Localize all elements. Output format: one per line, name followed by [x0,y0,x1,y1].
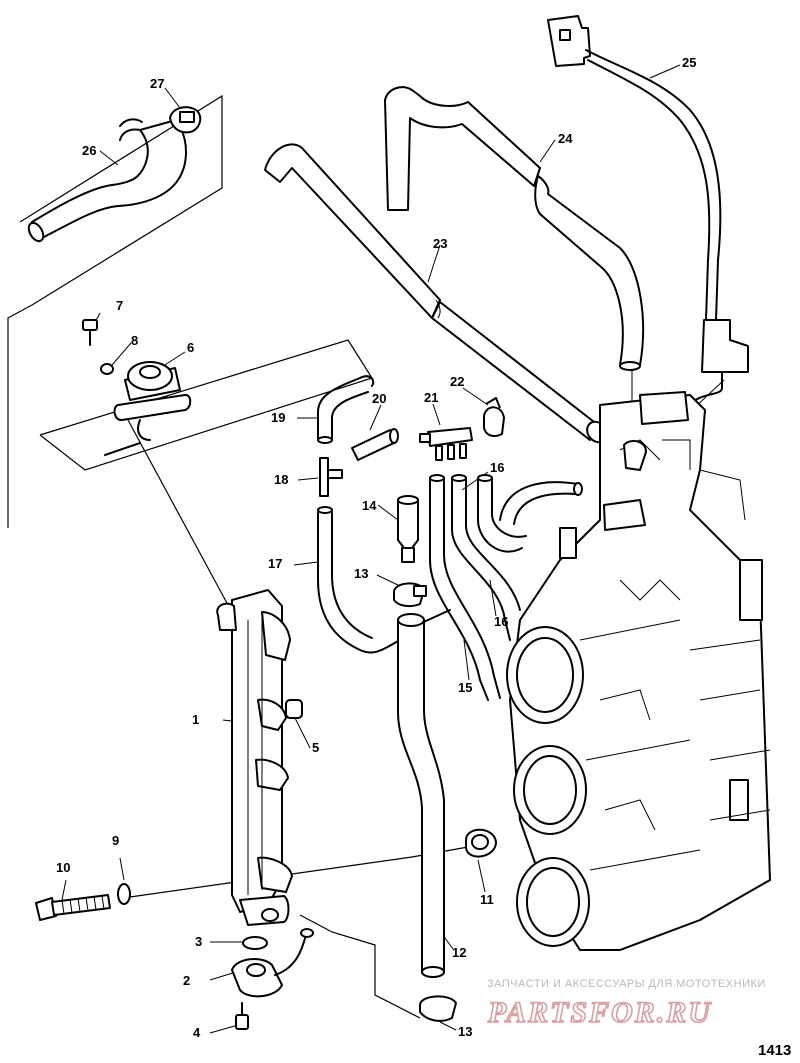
callout-6: 6 [187,340,194,355]
fitting-5 [285,699,303,719]
callout-14: 14 [362,498,377,513]
callout-23: 23 [433,236,447,251]
callout-16-upper: 16 [490,460,504,475]
callout-7: 7 [116,298,123,313]
washer-9 [117,883,131,905]
callout-8: 8 [131,333,138,348]
callout-5: 5 [312,740,319,755]
fuel-pressure-regulator-6 [104,361,192,456]
clamp-27 [169,106,202,134]
clamp-13-upper [393,582,427,608]
callout-16-lower: 16 [494,614,508,629]
fuel-rail-1 [216,589,293,926]
o-ring-8 [100,363,114,375]
watermark: ЗАПЧАСТИ И АКСЕССУАРЫ ДЛЯ МОТОТЕХНИКИ PA… [486,978,766,1030]
watermark-brand: PARTSFOR.RU [487,996,712,1029]
callout-labels: 27 26 7 8 6 1 5 9 10 3 2 4 11 12 13 13 1… [56,55,696,1040]
callout-15: 15 [458,680,472,695]
callout-3: 3 [195,934,202,949]
fuel-filter-14 [397,495,419,563]
callout-13-upper: 13 [354,566,368,581]
callout-11: 11 [480,892,494,907]
figure-number: 1413 [758,1042,791,1059]
callout-4: 4 [193,1025,201,1040]
callout-17: 17 [268,556,282,571]
grommet-11 [465,828,497,858]
callout-19: 19 [271,410,285,425]
hose-20 [351,428,399,461]
wiring-harness-25 [547,15,749,406]
callout-12: 12 [452,945,466,960]
callout-2: 2 [183,973,190,988]
hose-12 [397,613,445,978]
callout-10: 10 [56,860,70,875]
callout-27: 27 [150,76,164,91]
hose-23 [264,143,608,444]
callout-24: 24 [558,131,573,146]
screw-7 [82,319,98,346]
hose-24 [384,86,645,371]
callout-25: 25 [682,55,696,70]
callout-20: 20 [372,391,386,406]
hose-19 [317,375,375,444]
callout-18: 18 [274,472,288,487]
manifold-21 [419,427,473,461]
screw-4 [235,1002,249,1030]
callout-13-lower: 13 [458,1024,472,1039]
callout-26: 26 [82,143,96,158]
clamp-13-lower [419,995,457,1022]
callout-21: 21 [424,390,438,405]
tee-18 [319,457,343,497]
callout-9: 9 [112,833,119,848]
o-ring-3 [242,936,268,950]
bolt-10 [35,894,111,921]
clamp-22 [483,397,505,437]
hose-16 [451,474,583,641]
throttle-body-assembly [506,391,771,951]
callout-22: 22 [450,374,464,389]
watermark-caption: ЗАПЧАСТИ И АКСЕССУАРЫ ДЛЯ МОТОТЕХНИКИ [487,978,766,990]
hose-15 [429,474,501,701]
fitting-2 [231,928,314,998]
callout-1: 1 [192,712,199,727]
